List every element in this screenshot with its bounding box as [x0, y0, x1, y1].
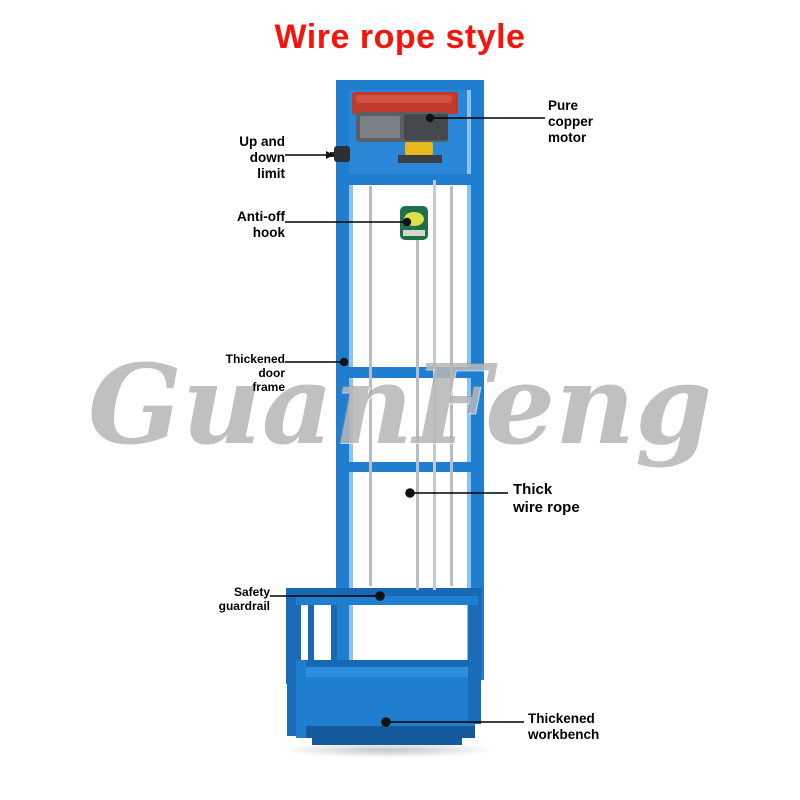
cage-left-front-post	[296, 660, 306, 738]
floor-shadow	[278, 742, 498, 758]
callout-thick-wire-rope: Thick wire rope	[513, 481, 580, 516]
wire-rope-left	[369, 186, 372, 586]
motor-gearbox	[360, 116, 400, 138]
anti-off-hook-label	[403, 230, 425, 236]
cage-right-side	[468, 596, 481, 724]
motor-drum	[404, 114, 448, 140]
callout-thickened-workbench: Thickened workbench	[528, 711, 600, 742]
mast-rung-3	[336, 462, 484, 472]
wire-rope-center	[416, 240, 419, 590]
workbench-deck-top-edge	[300, 667, 475, 677]
mast-right-column	[471, 80, 484, 680]
callout-thickened-door-frame: Thickened door frame	[225, 352, 285, 395]
motor-control-box	[405, 142, 433, 155]
anti-off-hook-wheel	[404, 212, 424, 226]
workbench-front-skirt	[300, 726, 475, 738]
motor-base-plate	[398, 155, 442, 163]
callout-safety-guardrail: Safety guardrail	[218, 585, 270, 614]
guardrail-picket-1	[308, 592, 314, 666]
page-title: Wire rope style	[274, 18, 526, 56]
guardrail-top-front	[296, 596, 478, 605]
workbench-base-bar	[312, 738, 462, 745]
callout-anti-off-hook: Anti-off hook	[237, 209, 285, 240]
wire-rope-right	[450, 186, 453, 586]
mast-rung-2	[336, 367, 484, 378]
mast-rung-1	[336, 174, 484, 185]
limit-switch-body	[334, 146, 350, 162]
mast-left-column	[336, 80, 349, 700]
limit-switch-arm	[330, 152, 338, 157]
motor-cover-highlight	[356, 95, 452, 103]
mast-top-beam	[336, 80, 484, 90]
guardrail-mid-rear	[286, 660, 482, 667]
callout-up-and-down-limit: Up and down limit	[239, 134, 285, 181]
guardrail-picket-2	[331, 592, 337, 666]
mast-left-highlight	[349, 90, 353, 680]
wire-rope-extra	[433, 180, 436, 590]
callout-pure-copper-motor: Pure copper motor	[548, 98, 594, 145]
